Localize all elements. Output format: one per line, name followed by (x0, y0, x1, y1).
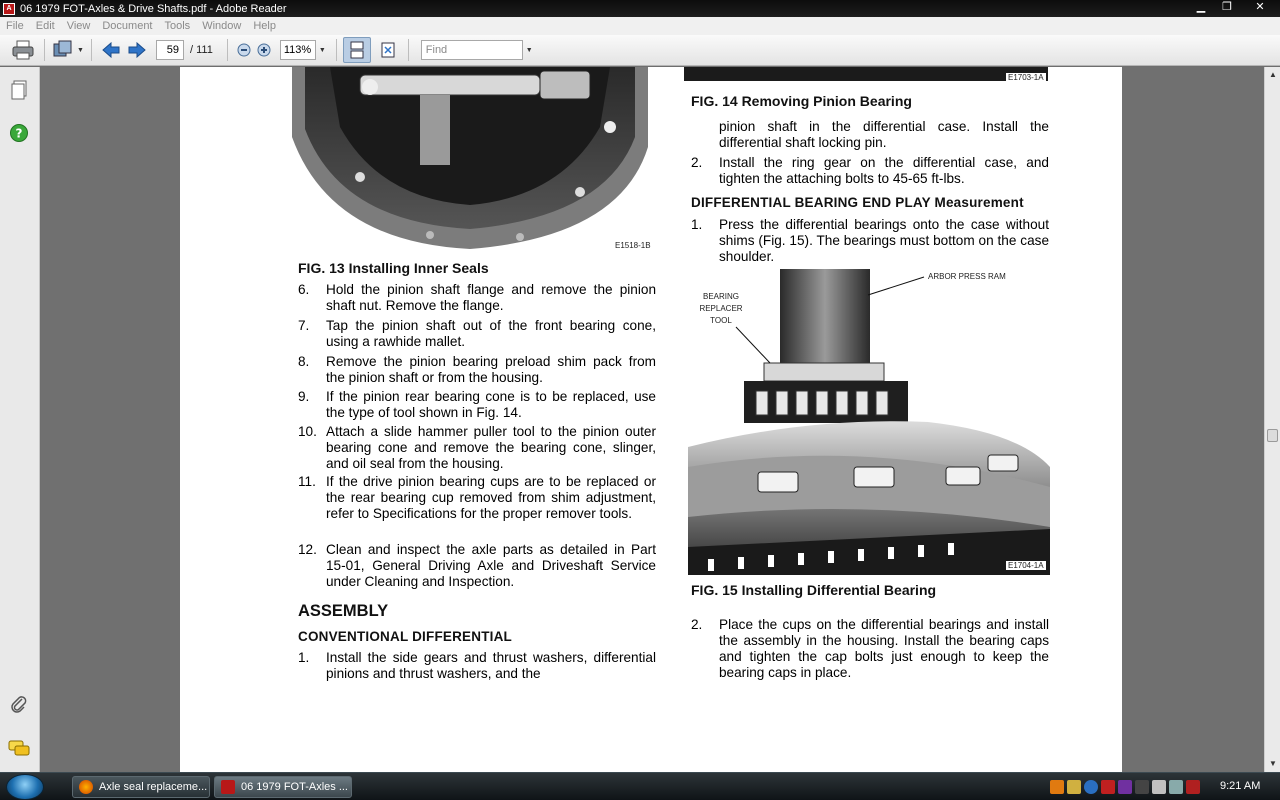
assembly-heading: ASSEMBLY (298, 602, 389, 620)
fit-page-icon[interactable] (374, 39, 402, 61)
attachments-icon[interactable] (8, 694, 30, 716)
previous-page-icon[interactable] (98, 39, 124, 61)
tray-icon[interactable] (1101, 780, 1115, 794)
zoom-level-field[interactable]: 113% (279, 40, 316, 60)
adobe-reader-icon: A (3, 2, 15, 15)
close-button[interactable]: ✕ (1255, 0, 1265, 13)
find-input[interactable]: Find (420, 40, 523, 60)
start-button[interactable] (6, 774, 44, 800)
print-icon[interactable] (8, 39, 38, 61)
menu-help[interactable]: Help (253, 20, 276, 32)
tray-icon[interactable] (1135, 780, 1149, 794)
menu-document[interactable]: Document (102, 20, 153, 32)
system-tray (1050, 776, 1203, 798)
tray-icon[interactable] (1050, 780, 1064, 794)
scroll-down-icon[interactable]: ▼ (1269, 759, 1277, 768)
fig15-code: E1704-1A (1006, 561, 1046, 570)
zoom-in-icon[interactable] (254, 39, 274, 61)
menu-window[interactable]: Window (202, 20, 242, 32)
end-play-heading: DIFFERENTIAL BEARING END PLAY Measuremen… (691, 195, 1024, 210)
fig15-image (688, 267, 1054, 577)
zoom-out-icon[interactable] (234, 39, 254, 61)
svg-text:?: ? (16, 127, 23, 141)
firefox-icon (79, 780, 93, 794)
fig13-image (290, 67, 650, 252)
menu-file[interactable]: File (6, 20, 24, 32)
title-bar: A 06 1979 FOT-Axles & Drive Shafts.pdf -… (0, 0, 1280, 17)
tray-icon[interactable] (1067, 780, 1081, 794)
fig15-caption: FIG. 15 Installing Differential Bearing (691, 582, 937, 598)
zoom-dropdown-icon[interactable]: ▼ (318, 46, 326, 54)
document-viewport[interactable]: E1518-1B FIG. 13 Installing Inner Seals … (41, 67, 1264, 772)
clock[interactable]: 9:21 AM (1220, 780, 1261, 792)
pages-icon[interactable] (8, 79, 30, 101)
next-page-icon[interactable] (124, 39, 150, 61)
toolbar: ▼ 59 / 111 113% ▼ Find ▼ (0, 35, 1280, 66)
fig15-bearing-label-2: REPLACER (699, 304, 743, 313)
adobe-reader-icon (221, 780, 235, 794)
comments-icon[interactable] (8, 738, 30, 760)
taskbar: Axle seal replaceme... 06 1979 FOT-Axles… (0, 772, 1280, 800)
tray-icon[interactable] (1118, 780, 1132, 794)
pdf-page: E1518-1B FIG. 13 Installing Inner Seals … (180, 67, 1122, 772)
menu-view[interactable]: View (66, 20, 91, 32)
network-icon[interactable] (1152, 780, 1166, 794)
menu-tools[interactable]: Tools (164, 20, 191, 32)
fig15-bearing-label-1: BEARING (702, 292, 739, 301)
minimize-button[interactable]: ▁ (1196, 0, 1206, 13)
scroll-up-icon[interactable]: ▲ (1269, 70, 1277, 79)
window-title: 06 1979 FOT-Axles & Drive Shafts.pdf - A… (20, 2, 287, 15)
taskbar-item-adobe-reader[interactable]: 06 1979 FOT-Axles ... (214, 776, 352, 798)
fig13-code: E1518-1B (615, 241, 651, 250)
fig14-image (684, 67, 1048, 81)
collaborate-icon[interactable]: ▼ (51, 39, 85, 61)
find-dropdown-icon[interactable]: ▼ (525, 46, 533, 54)
scrolling-mode-icon[interactable] (342, 37, 371, 63)
restore-button[interactable]: ❐ (1222, 0, 1232, 13)
fig15-arbor-label: ARBOR PRESS RAM (928, 272, 1006, 281)
menu-bar: File Edit View Document Tools Window Hel… (0, 17, 1280, 35)
page-total: / 111 (190, 44, 213, 56)
page-number-input[interactable]: 59 (156, 40, 184, 60)
tray-icon[interactable] (1084, 780, 1098, 794)
conventional-differential-heading: CONVENTIONAL DIFFERENTIAL (298, 629, 512, 644)
fig14-code: E1703-1A (1006, 73, 1046, 82)
tray-icon[interactable] (1186, 780, 1200, 794)
navigation-pane: ? (0, 67, 40, 772)
volume-icon[interactable] (1169, 780, 1183, 794)
fig13-caption: FIG. 13 Installing Inner Seals (298, 260, 489, 276)
fig15-bearing-label-3: TOOL (710, 316, 732, 325)
taskbar-item-firefox[interactable]: Axle seal replaceme... (72, 776, 210, 798)
scroll-thumb[interactable] (1267, 429, 1278, 442)
vertical-scrollbar[interactable]: ▲ ▼ (1264, 67, 1280, 772)
menu-edit[interactable]: Edit (35, 20, 55, 32)
help-icon[interactable]: ? (8, 122, 30, 144)
fig14-caption: FIG. 14 Removing Pinion Bearing (691, 93, 912, 109)
